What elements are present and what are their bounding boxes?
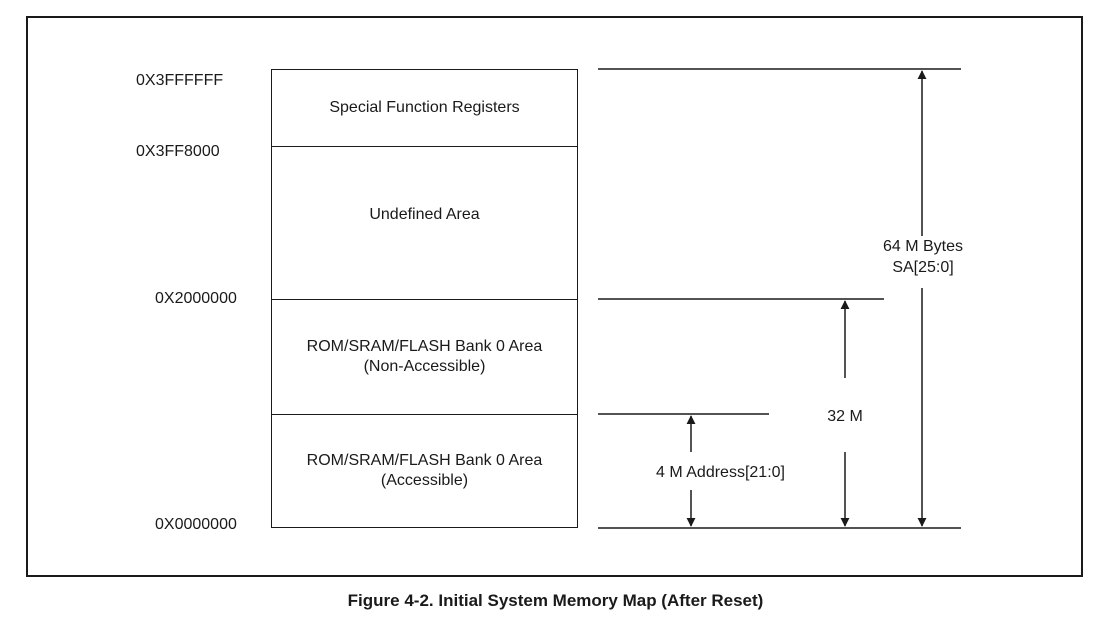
address-label-bottom: 0X0000000 — [155, 516, 237, 533]
region-special-function-registers: Special Function Registers — [271, 69, 578, 146]
region-bank0-accessible: ROM/SRAM/FLASH Bank 0 Area (Accessible) — [271, 414, 578, 528]
region-label: ROM/SRAM/FLASH Bank 0 Area (Non-Accessib… — [306, 338, 543, 375]
dimension-label-total: 64 M Bytes SA[25:0] — [868, 236, 978, 278]
region-undefined-area: Undefined Area — [271, 146, 578, 299]
address-label-sfr-base: 0X3FF8000 — [136, 143, 220, 160]
region-label: ROM/SRAM/FLASH Bank 0 Area (Accessible) — [306, 452, 543, 489]
dimension-label-bank: 32 M — [815, 406, 875, 427]
dimension-label-accessible: 4 M Address[21:0] — [628, 462, 813, 483]
figure-caption: Figure 4-2. Initial System Memory Map (A… — [347, 591, 764, 610]
region-label: Special Function Registers — [329, 99, 520, 116]
region-bank0-non-accessible: ROM/SRAM/FLASH Bank 0 Area (Non-Accessib… — [271, 299, 578, 414]
address-label-bank-top: 0X2000000 — [155, 290, 237, 307]
address-label-top: 0X3FFFFFF — [136, 72, 224, 89]
region-label: Undefined Area — [369, 206, 480, 223]
figure-frame — [26, 16, 1083, 577]
